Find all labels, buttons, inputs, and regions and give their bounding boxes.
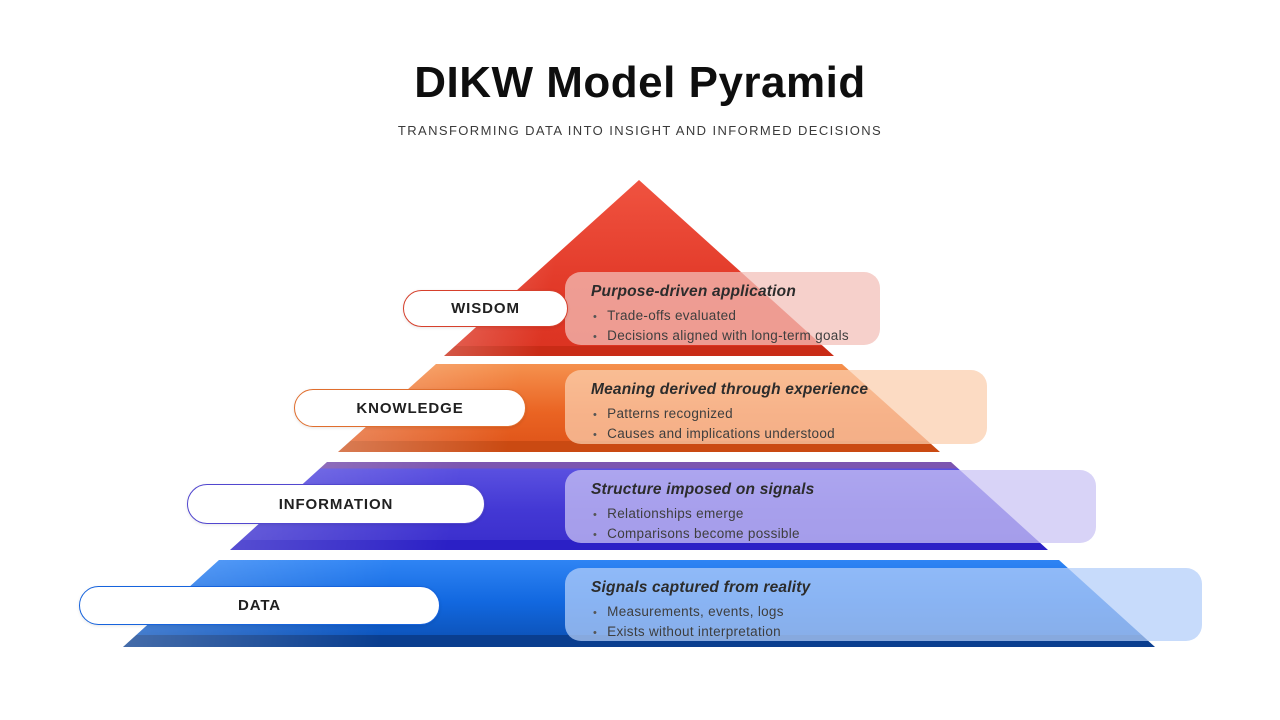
- card-bullet: • Relationships emerge: [591, 506, 1078, 522]
- card-bullet: • Comparisons become possible: [591, 526, 1078, 542]
- bullet-icon: •: [593, 409, 598, 421]
- bullet-icon: •: [593, 331, 598, 344]
- bullet-icon: •: [593, 429, 598, 442]
- wisdom-card: Purpose-driven application • Trade-offs e…: [565, 272, 880, 345]
- information-label: INFORMATION: [278, 495, 394, 513]
- page-subtitle: TRANSFORMING DATA INTO INSIGHT AND INFOR…: [397, 123, 883, 138]
- card-bullet: • Measurements, events, logs: [591, 604, 1184, 620]
- card-bullet-text: Patterns recognized: [607, 406, 733, 421]
- card-bullet: • Exists without interpretation: [591, 624, 1184, 640]
- data-card: Signals captured from reality • Measureme…: [565, 568, 1202, 641]
- data-card-heading: Signals captured from reality: [591, 579, 811, 596]
- knowledge-card-heading: Meaning derived through experience: [591, 381, 869, 398]
- card-bullet-text: Measurements, events, logs: [607, 604, 784, 619]
- card-bullet: • Causes and implications understood: [591, 426, 969, 442]
- bullet-icon: •: [593, 509, 598, 521]
- bullet-icon: •: [593, 311, 598, 323]
- data-label-pill: DATA: [79, 586, 440, 625]
- wisdom-card-heading: Purpose-driven application: [591, 283, 797, 300]
- data-card-bullets: • Measurements, events, logs • Exists with…: [591, 604, 1184, 640]
- card-bullet-text: Trade-offs evaluated: [607, 308, 737, 323]
- card-bullet: • Patterns recognized: [591, 406, 969, 422]
- information-card-heading: Structure imposed on signals: [591, 481, 815, 498]
- card-bullet-text: Causes and implications understood: [607, 426, 835, 442]
- information-card: Structure imposed on signals • Relationsh…: [565, 470, 1096, 543]
- card-bullet-text: Comparisons become possible: [607, 526, 800, 542]
- card-bullet: • Trade-offs evaluated: [591, 308, 862, 324]
- card-bullet: • Decisions aligned with long-term goals: [591, 328, 862, 344]
- bullet-icon: •: [593, 607, 598, 619]
- card-bullet-text: Relationships emerge: [607, 506, 744, 521]
- knowledge-label: KNOWLEDGE: [356, 399, 464, 417]
- data-label: DATA: [237, 597, 282, 614]
- wisdom-card-bullets: • Trade-offs evaluated • Decisions aligned…: [591, 308, 862, 344]
- bullet-icon: •: [593, 627, 598, 640]
- information-card-bullets: • Relationships emerge • Comparisons becom…: [591, 506, 1078, 542]
- card-bullet-text: Exists without interpretation: [607, 624, 781, 640]
- page-title: DIKW Model Pyramid: [414, 58, 866, 107]
- information-label-pill: INFORMATION: [187, 484, 485, 524]
- card-bullet-text: Decisions aligned with long-term goals: [607, 328, 849, 344]
- knowledge-label-pill: KNOWLEDGE: [294, 389, 526, 427]
- wisdom-label-pill: WISDOM: [403, 290, 568, 327]
- bullet-icon: •: [593, 529, 598, 542]
- wisdom-label: WISDOM: [451, 300, 520, 317]
- knowledge-card-bullets: • Patterns recognized • Causes and implica…: [591, 406, 969, 442]
- knowledge-card: Meaning derived through experience • Patt…: [565, 370, 987, 444]
